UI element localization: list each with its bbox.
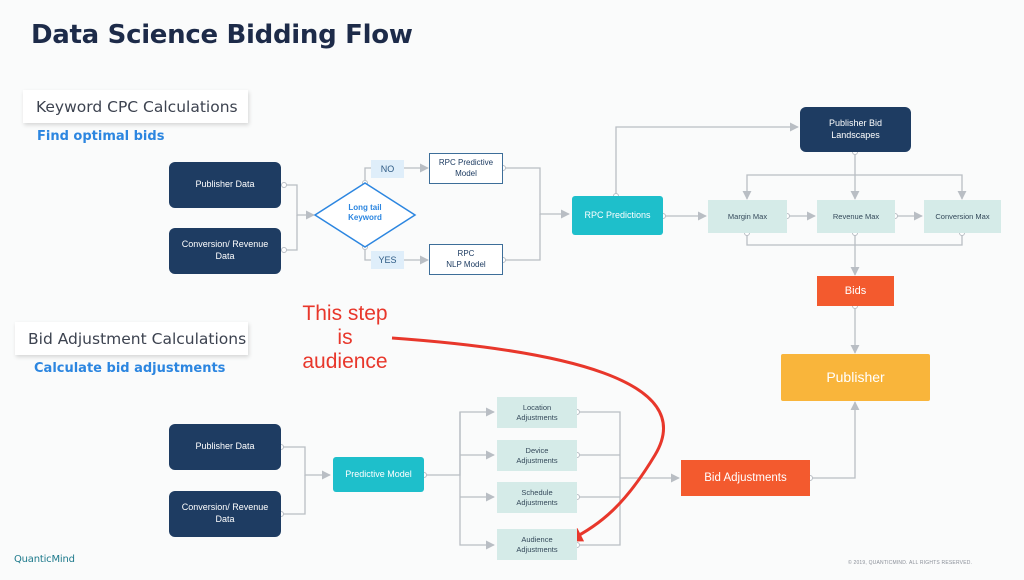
long-tail-keyword-label: Long tail Keyword	[348, 203, 382, 223]
publisher-data-node: Publisher Data	[169, 162, 281, 208]
connector-adjustments-to-bid-adjust	[577, 411, 621, 546]
publisher-node: Publisher	[781, 354, 930, 401]
connector-model-to-schedule	[459, 412, 495, 550]
connector-bottom-publisher-to-model	[281, 446, 331, 480]
connector-keyword-yes	[364, 247, 429, 265]
connector-landscapes-to-conversion	[855, 174, 967, 200]
long-tail-keyword-diamond	[313, 182, 417, 248]
connector-predictions-to-landscapes	[615, 122, 799, 196]
audience-annotation: This step is audience	[302, 302, 388, 374]
connector-publisher-to-keyword	[284, 184, 315, 220]
bottom-conversion-revenue-node: Conversion/ Revenue Data	[169, 491, 281, 537]
location-adjustments-node: Location Adjustments	[497, 397, 577, 428]
connector-landscapes-to-max	[742, 152, 856, 200]
copyright-notice: © 2019, QUANTICMIND. ALL RIGHTS RESERVED…	[848, 560, 973, 566]
connector-conversion-to-keyword	[284, 215, 298, 251]
rpc-nlp-model-node: RPC NLP Model	[429, 244, 503, 275]
connector-keyword-no	[364, 163, 429, 183]
no-choice-label: NO	[371, 160, 404, 178]
rpc-predictions-node: RPC Predictions	[572, 196, 663, 235]
bottom-publisher-data-node: Publisher Data	[169, 424, 281, 470]
publisher-bid-landscapes-node: Publisher Bid Landscapes	[800, 107, 911, 152]
keyword-section-heading: Keyword CPC Calculations	[23, 90, 248, 123]
audience-adjustments-node: Audience Adjustments	[497, 529, 577, 560]
page-title: Data Science Bidding Flow	[31, 20, 413, 50]
connector-rpc-model-to-predictions	[503, 167, 570, 219]
connector-nlp-model-to-predictions	[503, 214, 541, 261]
margin-max-node: Margin Max	[708, 200, 787, 233]
keyword-section-subheading: Find optimal bids	[37, 129, 165, 144]
bid-adjustments-node: Bid Adjustments	[681, 460, 810, 496]
bid-adjust-section-subheading: Calculate bid adjustments	[34, 361, 226, 376]
bid-adjust-section-heading: Bid Adjustment Calculations	[15, 322, 248, 355]
annotation-arrow	[391, 336, 665, 542]
bids-node: Bids	[817, 276, 894, 306]
conversion-revenue-node: Conversion/ Revenue Data	[169, 228, 281, 274]
yes-choice-label: YES	[371, 251, 404, 269]
conversion-max-node: Conversion Max	[924, 200, 1001, 233]
connector-bid-adjust-to-publisher	[810, 401, 860, 479]
predictive-model-node: Predictive Model	[333, 457, 424, 492]
port-dot	[281, 182, 287, 188]
connector-model-to-adjustments	[424, 407, 495, 476]
rpc-predictive-model-node: RPC Predictive Model	[429, 153, 503, 184]
revenue-max-node: Revenue Max	[817, 200, 895, 233]
connector-bottom-conversion-to-model	[281, 475, 306, 515]
port-dot	[281, 247, 287, 253]
device-adjustments-node: Device Adjustments	[497, 440, 577, 471]
schedule-adjustments-node: Schedule Adjustments	[497, 482, 577, 513]
quanticmind-logo: QuanticMind	[14, 554, 75, 565]
